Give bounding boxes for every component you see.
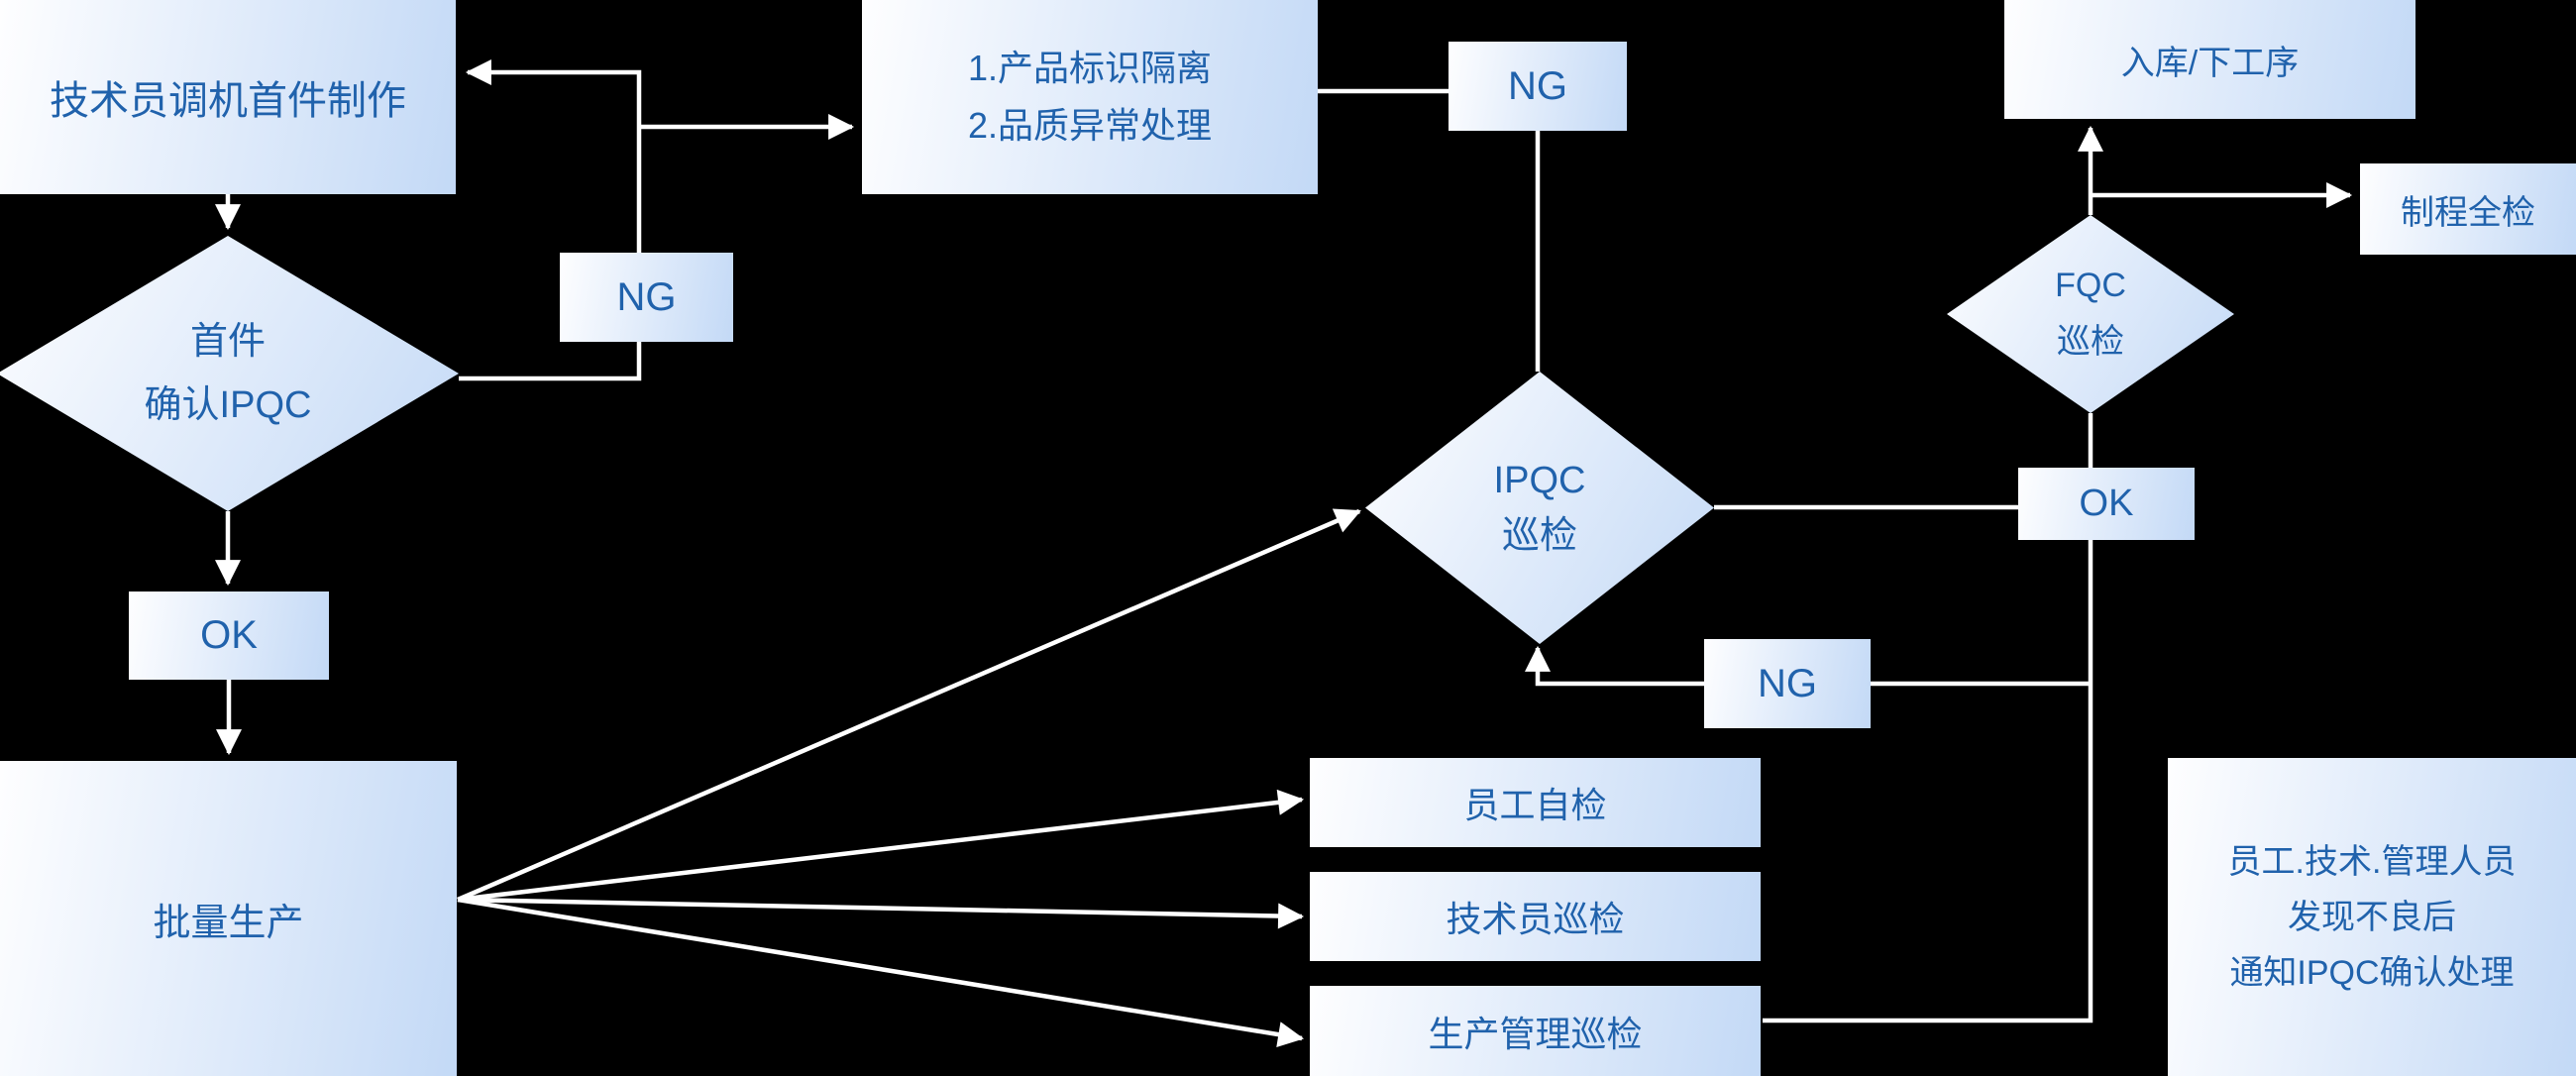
label-ok-1-text: OK — [200, 613, 258, 657]
node-full-inspection: 制程全检 — [2360, 163, 2576, 255]
node-prod-mgmt-patrol: 生产管理巡检 — [1310, 986, 1761, 1076]
label-ng-2: NG — [1704, 639, 1871, 728]
node-notify-ipqc-line1: 员工.技术.管理人员 — [2227, 842, 2517, 881]
edge-prodmgmtpatrol-to-spine — [1763, 540, 2093, 1023]
node-quality-handle: 1.产品标识隔离 2.品质异常处理 — [862, 0, 1318, 194]
label-ok-2: OK — [2018, 468, 2195, 540]
node-mass-production: 批量生产 — [0, 761, 457, 1076]
node-mass-production-label: 批量生产 — [153, 902, 304, 944]
node-quality-handle-line1: 1.产品标识隔离 — [967, 48, 1213, 88]
edge-massproduction-to-prodmgmtpatrol — [457, 897, 1305, 1047]
label-ng-2-text: NG — [1758, 661, 1817, 705]
label-ng-top-text: NG — [1508, 63, 1567, 108]
label-ng-top: NG — [1449, 42, 1627, 131]
node-notify-ipqc-line3: 通知IPQC确认处理 — [2229, 953, 2515, 992]
label-ng-1: NG — [560, 253, 733, 342]
decision-fqc-line2: 巡检 — [2057, 323, 2124, 361]
node-tech-patrol: 技术员巡检 — [1310, 872, 1761, 961]
node-quality-handle-line2: 2.品质异常处理 — [967, 105, 1213, 146]
label-ok-2-text: OK — [2079, 483, 2134, 524]
decision-ipqc-line2: 巡检 — [1501, 514, 1577, 557]
decision-ipqc-line1: IPQC — [1493, 459, 1586, 501]
node-self-check: 员工自检 — [1310, 758, 1761, 847]
node-prod-mgmt-patrol-label: 生产管理巡检 — [1428, 1013, 1643, 1054]
node-tech-patrol-label: 技术员巡检 — [1446, 899, 1625, 939]
node-self-check-label: 员工自检 — [1463, 785, 1607, 825]
edge-massproduction-to-selfcheck — [457, 789, 1305, 903]
node-first-article: 技术员调机首件制作 — [0, 0, 456, 194]
decision-fqc-line1: FQC — [2055, 267, 2126, 304]
node-full-inspection-label: 制程全检 — [2401, 193, 2535, 232]
decision-first-confirm-line1: 首件 — [189, 321, 266, 363]
node-warehouse: 入库/下工序 — [2004, 0, 2415, 119]
node-warehouse-label: 入库/下工序 — [2120, 44, 2300, 82]
node-first-article-label: 技术员调机首件制作 — [50, 79, 406, 123]
label-ng-1-text: NG — [616, 274, 677, 319]
decision-first-confirm-line2: 确认IPQC — [144, 384, 312, 426]
edge-ng2-to-ipqc — [1525, 645, 2091, 687]
label-ok-1: OK — [129, 592, 329, 680]
edge-massproduction-to-ipqc — [457, 508, 1361, 903]
node-notify-ipqc-line2: 发现不良后 — [2288, 898, 2456, 936]
edge-massproduction-to-techpatrol — [457, 897, 1305, 929]
edge-firstconfirm-ng-to-firstarticle — [459, 59, 642, 381]
node-notify-ipqc: 员工.技术.管理人员 发现不良后 通知IPQC确认处理 — [2168, 758, 2576, 1076]
